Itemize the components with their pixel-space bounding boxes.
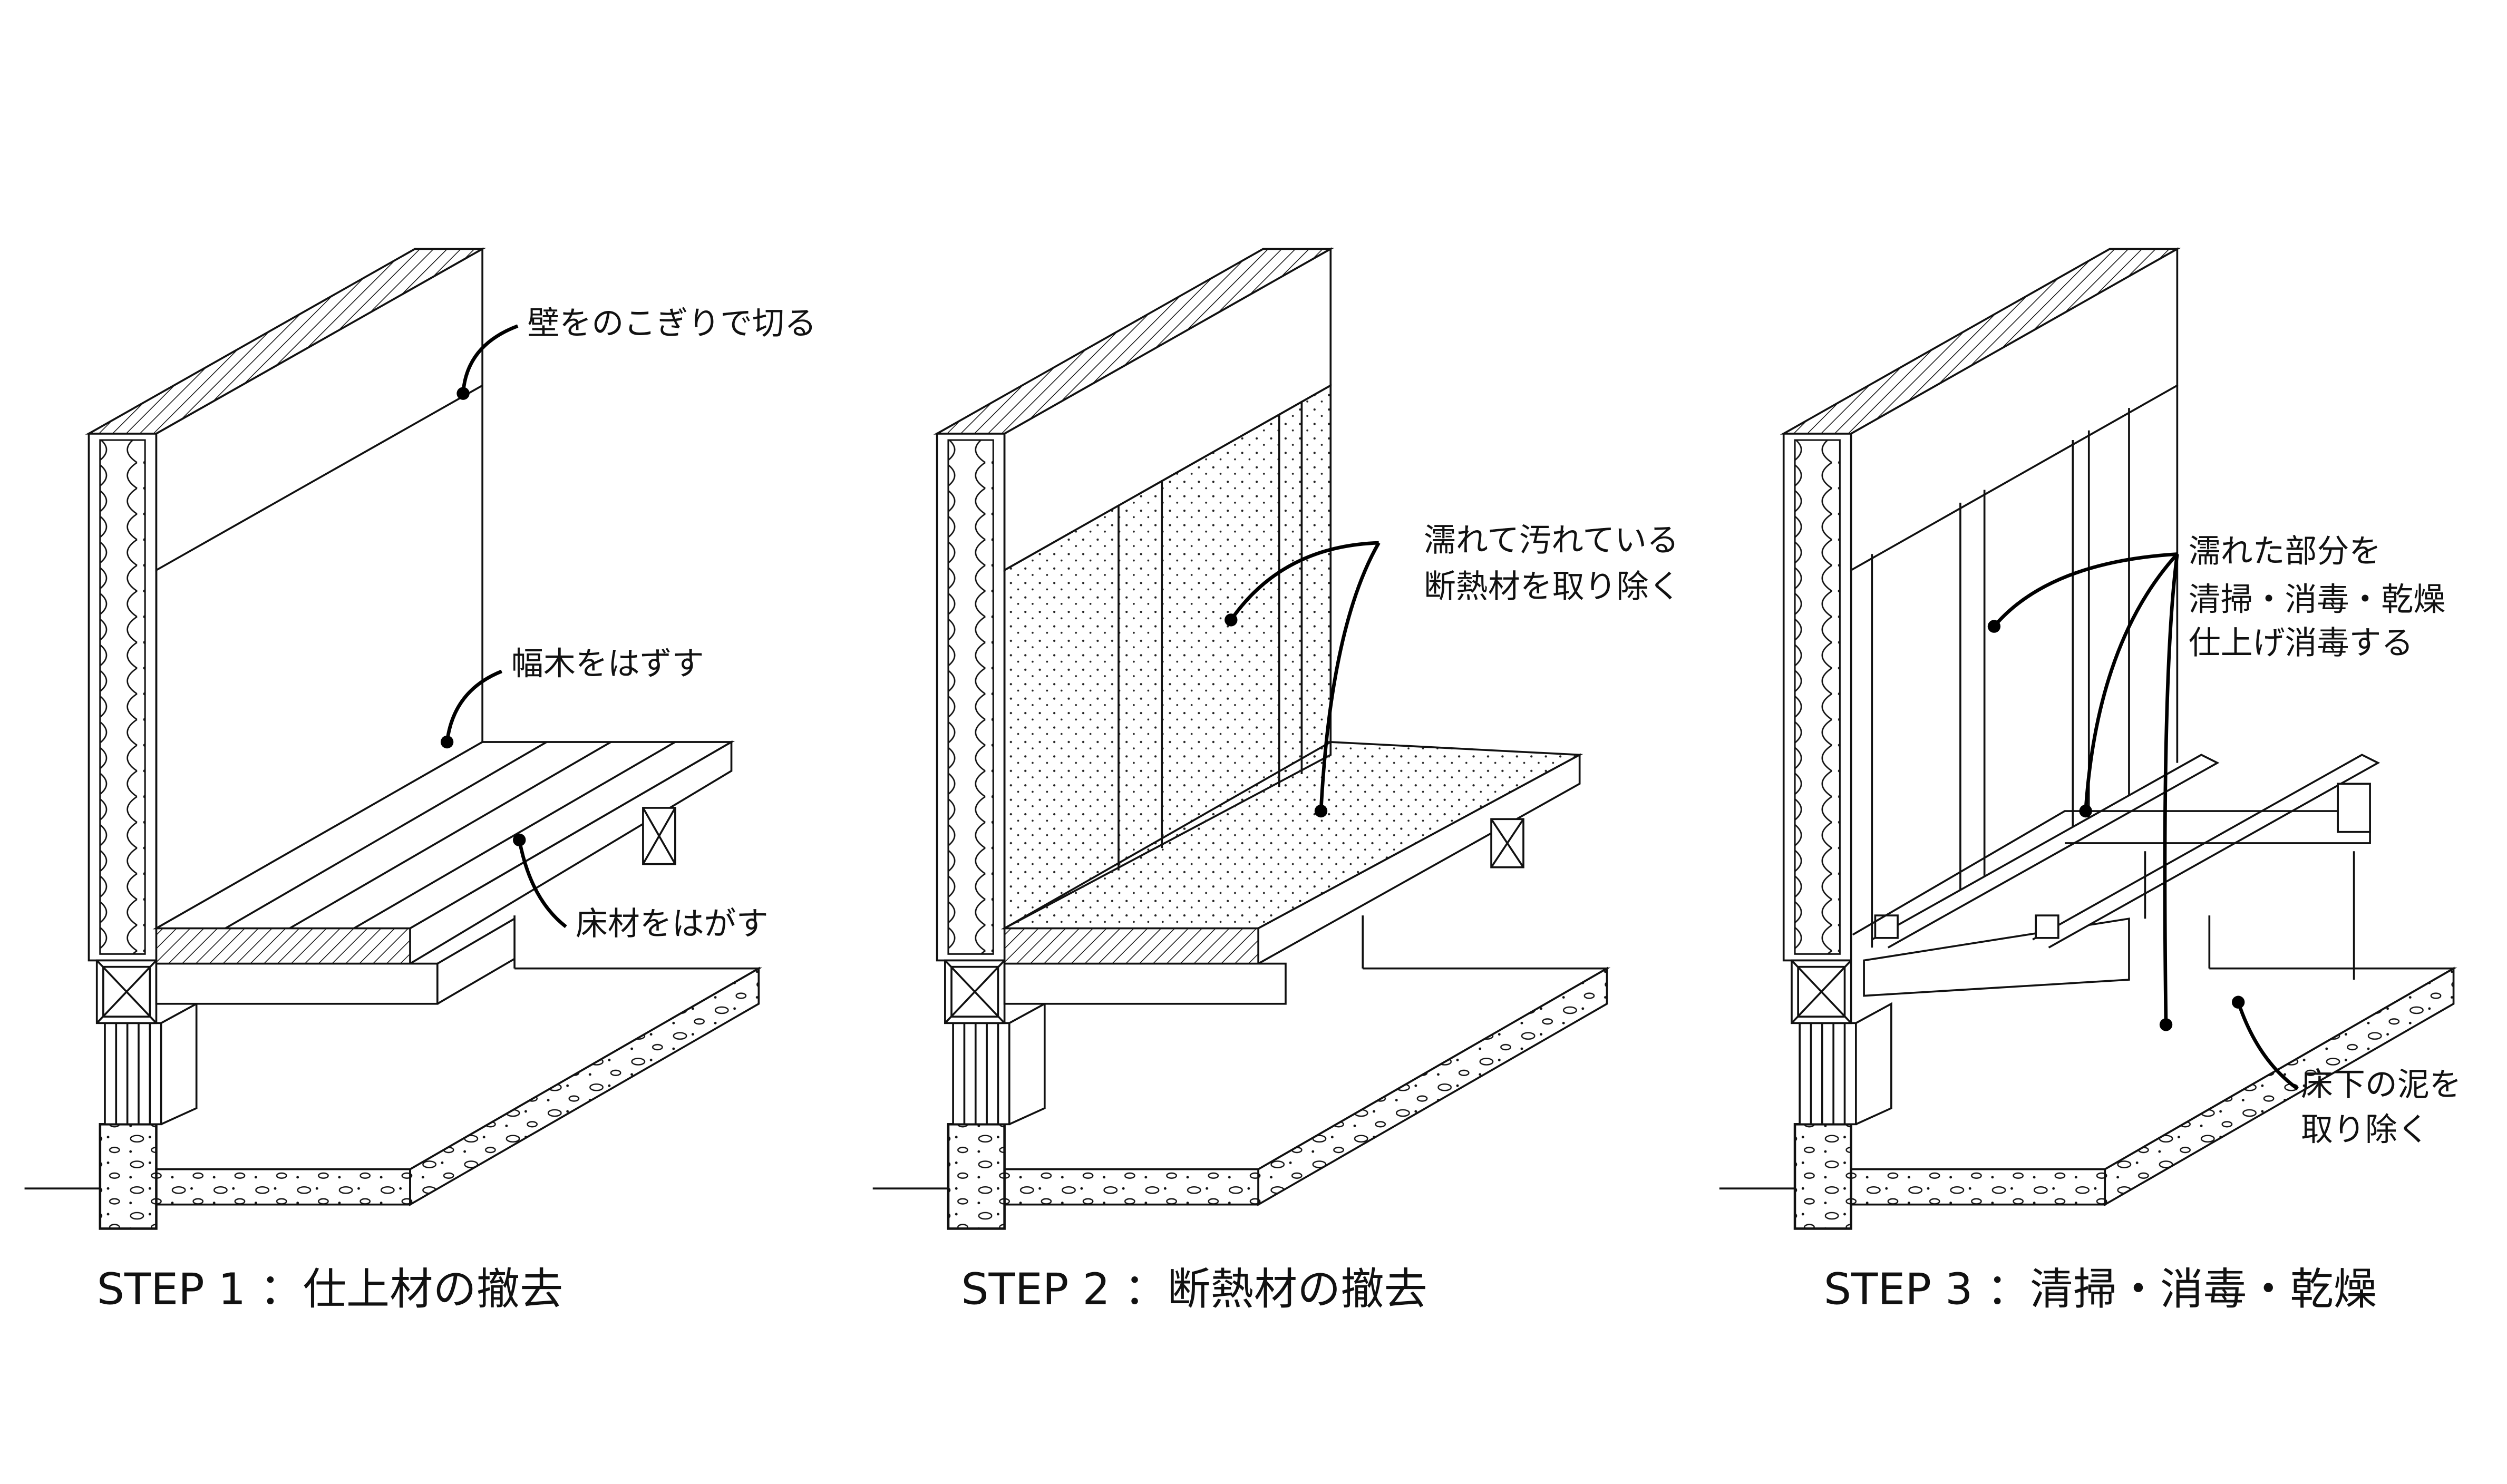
callout-clean-line1: 濡れた部分を <box>2189 533 2382 570</box>
step1-panel: 壁をのこぎりで切る 幅木をはずす 床材をはがす STEP 1 ：仕上材の撤去 <box>25 249 817 1315</box>
callout-mud-line2: 取り除く <box>2301 1111 2430 1148</box>
step2-panel: 濡れて汚れている 断熱材を取り除く STEP 2 ：断熱材の撤去 <box>873 249 1681 1315</box>
step1-title: STEP 1 ：仕上材の撤去 <box>97 1265 563 1315</box>
callout-remove-baseboard: 幅木をはずす <box>511 645 704 682</box>
callout-cut-wall: 壁をのこぎりで切る <box>527 305 816 342</box>
callout-clean-line3: 仕上げ消毒する <box>2189 624 2414 661</box>
step3-panel: 濡れた部分を 清掃・消毒・乾燥 仕上げ消毒する 床下の泥を 取り除く STEP … <box>1719 249 2462 1315</box>
step3-title: STEP 3 ：清掃・消毒・乾燥 <box>1824 1265 2377 1315</box>
callout-clean-line2: 清掃・消毒・乾燥 <box>2189 581 2446 618</box>
callout-wet-insulation-line1: 濡れて汚れている <box>1424 521 1679 559</box>
callout-wet-insulation-line2: 断熱材を取り除く <box>1424 568 1681 606</box>
callout-mud-line1: 床下の泥を <box>2301 1066 2462 1103</box>
step2-title: STEP 2 ：断熱材の撤去 <box>961 1265 1427 1315</box>
callout-remove-flooring: 床材をはがす <box>576 905 769 943</box>
